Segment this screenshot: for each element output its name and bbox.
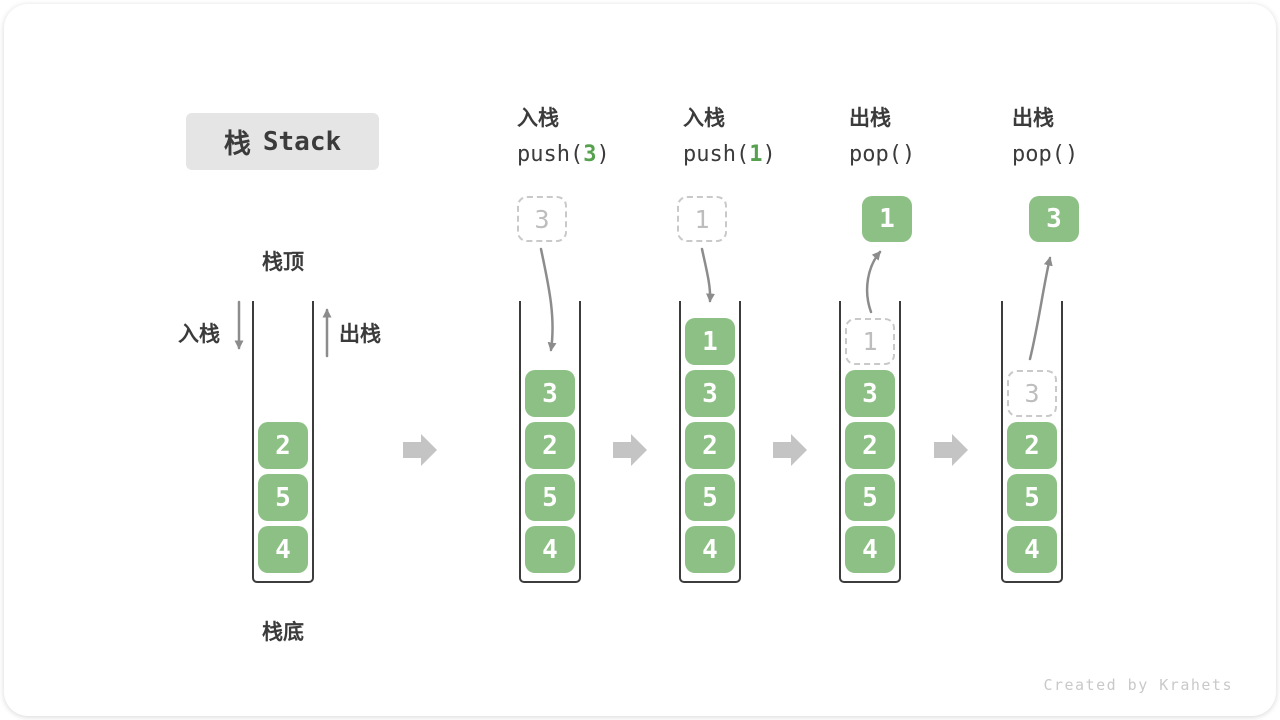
stack-container-2 <box>679 301 741 583</box>
stack-cell: 4 <box>258 526 308 573</box>
stack-container-3 <box>839 301 901 583</box>
operation-code: push(3) <box>517 142 610 167</box>
stack-cell: 4 <box>685 526 735 573</box>
code-arg: 1 <box>749 142 763 167</box>
card-background <box>4 4 1276 716</box>
operation-label: 出栈 <box>1012 106 1054 130</box>
operation-label: 出栈 <box>849 106 891 130</box>
stack-bottom-label: 栈底 <box>262 620 304 644</box>
stack-cell: 3 <box>685 370 735 417</box>
push-label: 入栈 <box>178 322 220 346</box>
stage-header-push-1: 入栈 push(1) <box>683 106 776 167</box>
code-post: ) <box>762 142 776 167</box>
code-pre: push( <box>683 142 750 167</box>
stack-top-label: 栈顶 <box>262 250 304 274</box>
operation-code: push(1) <box>683 142 776 167</box>
operation-code: pop() <box>849 142 915 167</box>
stage-header-pop-3: 出栈 pop() <box>1012 106 1078 167</box>
floating-value-dashed: 1 <box>677 196 727 242</box>
stack-cell: 5 <box>1007 474 1057 521</box>
floating-value-solid: 3 <box>1029 196 1079 242</box>
code-pre: pop( <box>849 142 902 167</box>
title-en: Stack <box>262 126 342 157</box>
stack-cell: 4 <box>845 526 895 573</box>
floating-value-solid: 1 <box>862 196 912 242</box>
stack-container-4 <box>1001 301 1063 583</box>
stage-header-pop-1: 出栈 pop() <box>849 106 915 167</box>
code-post: ) <box>596 142 610 167</box>
code-post: ) <box>1064 142 1079 167</box>
operation-label: 入栈 <box>517 106 559 130</box>
code-post: ) <box>901 142 916 167</box>
code-pre: push( <box>517 142 584 167</box>
stack-container-1 <box>519 301 581 583</box>
stack-cell: 2 <box>845 422 895 469</box>
stack-cell: 2 <box>1007 422 1057 469</box>
stack-cell: 4 <box>1007 526 1057 573</box>
stack-container-0 <box>252 301 314 583</box>
stack-cell: 5 <box>525 474 575 521</box>
title-box: 栈 Stack <box>186 113 379 170</box>
title-zh: 栈 <box>223 129 251 160</box>
ghost-cell: 1 <box>845 318 895 365</box>
stack-cell: 5 <box>258 474 308 521</box>
ghost-cell: 3 <box>1007 370 1057 417</box>
operation-label: 入栈 <box>683 106 725 130</box>
pop-label: 出栈 <box>339 322 381 346</box>
stack-cell: 2 <box>258 422 308 469</box>
stack-cell: 1 <box>685 318 735 365</box>
stack-cell: 3 <box>525 370 575 417</box>
stack-cell: 2 <box>525 422 575 469</box>
stack-cell: 5 <box>685 474 735 521</box>
stage-header-push-3: 入栈 push(3) <box>517 106 610 167</box>
stack-cell: 4 <box>525 526 575 573</box>
stack-cell: 2 <box>685 422 735 469</box>
floating-value-dashed: 3 <box>517 196 567 242</box>
watermark: Created by Krahets <box>1043 676 1233 694</box>
code-arg: 3 <box>583 142 597 167</box>
operation-code: pop() <box>1012 142 1078 167</box>
code-pre: pop( <box>1012 142 1065 167</box>
stack-cell: 5 <box>845 474 895 521</box>
stack-cell: 3 <box>845 370 895 417</box>
